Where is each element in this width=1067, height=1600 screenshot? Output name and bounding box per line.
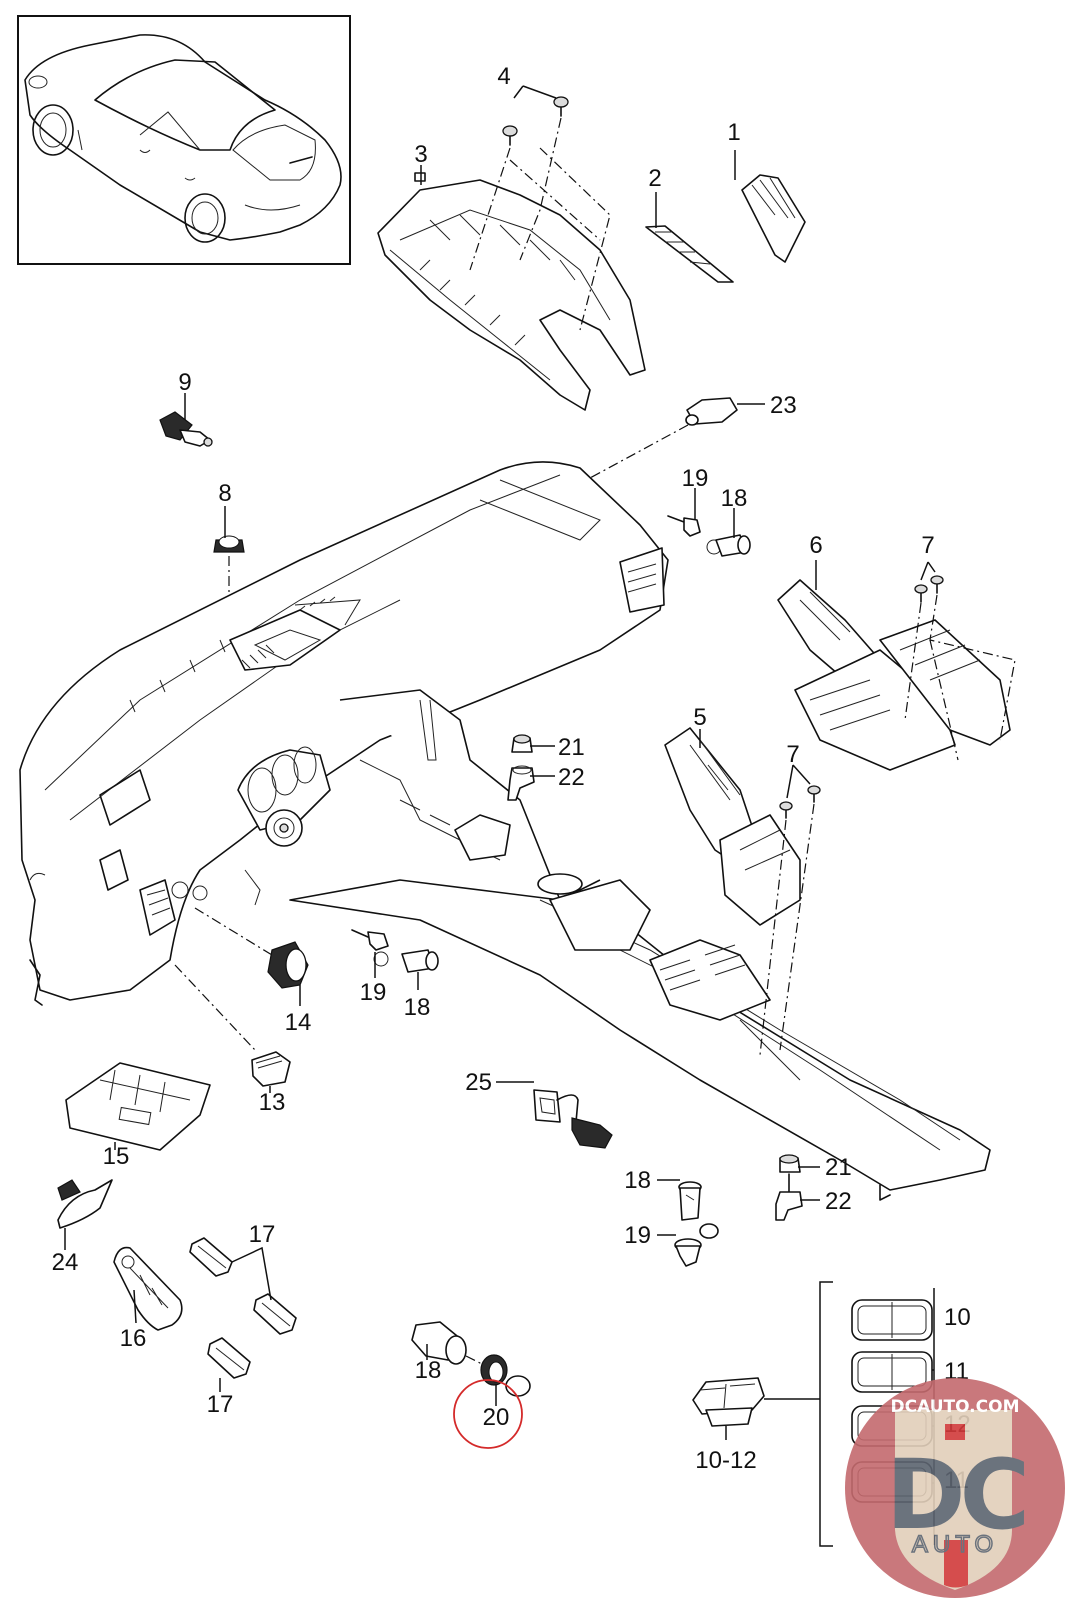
callout-7-rear: 7 bbox=[921, 532, 934, 559]
screw-icon bbox=[502, 125, 518, 146]
callout-17-a: 17 bbox=[249, 1221, 276, 1248]
callout-15: 15 bbox=[103, 1143, 130, 1170]
watermark-logo: DCAUTO.COM DC AUTO bbox=[845, 1378, 1065, 1598]
part-19-socket-cover-lower bbox=[674, 1223, 719, 1267]
callout-10: 10 bbox=[944, 1304, 971, 1331]
callout-19-lower: 19 bbox=[624, 1222, 651, 1249]
highlight-circle bbox=[453, 1379, 523, 1449]
part-16-window-switch-driver bbox=[113, 1246, 183, 1331]
part-4-screws bbox=[469, 85, 611, 331]
part-25-socket-with-wiring bbox=[533, 1089, 613, 1149]
part-17-window-switch-b bbox=[253, 1293, 297, 1335]
callout-6: 6 bbox=[809, 532, 822, 559]
part-18-socket-lower bbox=[678, 1181, 702, 1221]
callout-4: 4 bbox=[497, 63, 510, 90]
part-19-socket-cover-mid bbox=[351, 929, 389, 967]
callout-14: 14 bbox=[285, 1009, 312, 1036]
part-20-socket-cap bbox=[480, 1354, 531, 1397]
callout-25: 25 bbox=[465, 1069, 492, 1096]
callout-18-mid: 18 bbox=[404, 994, 431, 1021]
screw-icon bbox=[553, 96, 569, 117]
part-15-switch-panel bbox=[65, 1062, 211, 1151]
callout-3: 3 bbox=[414, 141, 427, 168]
part-21-bulb-upper bbox=[511, 734, 533, 753]
watermark-shield bbox=[895, 1410, 1012, 1590]
callout-21-lower: 21 bbox=[825, 1154, 852, 1181]
callout-22-upper: 22 bbox=[558, 764, 585, 791]
callout-labels: 1 2 3 4 5 6 7 7 8 9 10 11 12 11 10-12 13… bbox=[52, 63, 971, 1494]
callout-23: 23 bbox=[770, 392, 797, 419]
callout-18-bottom: 18 bbox=[415, 1357, 442, 1384]
part-24-switch bbox=[57, 1179, 113, 1229]
part-14-light-switch bbox=[194, 907, 309, 989]
part-6-switch-panel-rear bbox=[777, 579, 1011, 771]
watermark-site-text: DCAUTO.COM bbox=[890, 1397, 1019, 1417]
callout-16: 16 bbox=[120, 1325, 147, 1352]
part-19-socket-cover-top bbox=[667, 515, 722, 555]
part-13-switch bbox=[174, 964, 291, 1087]
switch-variant-11-a bbox=[851, 1351, 933, 1393]
callout-18-lower: 18 bbox=[624, 1167, 651, 1194]
callout-13: 13 bbox=[259, 1089, 286, 1116]
part-3-console-carrier bbox=[377, 172, 646, 411]
callout-7-front: 7 bbox=[786, 741, 799, 768]
inset-frame bbox=[17, 15, 351, 265]
callout-19-mid: 19 bbox=[360, 979, 387, 1006]
overview-inset bbox=[17, 15, 351, 265]
part-22-bulb-holder-lower bbox=[775, 1173, 803, 1221]
part-17-window-switch-a bbox=[189, 1237, 233, 1277]
callout-18-top: 18 bbox=[721, 485, 748, 512]
part-7-screws-front bbox=[759, 764, 821, 1056]
part-18-socket-mid bbox=[401, 949, 439, 973]
part-21-bulb-lower bbox=[779, 1154, 801, 1173]
callout-5: 5 bbox=[693, 704, 706, 731]
part-7-screws-rear bbox=[904, 561, 1016, 761]
part-22-bulb-holder-upper bbox=[507, 765, 535, 801]
part-5-switch-panel-front bbox=[664, 727, 801, 926]
car-icon bbox=[24, 34, 342, 243]
callout-10-12: 10-12 bbox=[695, 1447, 756, 1474]
callout-9: 9 bbox=[178, 369, 191, 396]
callout-20: 20 bbox=[483, 1404, 510, 1431]
part-10-12-seat-switch bbox=[692, 1377, 820, 1440]
part-18-socket-top bbox=[715, 534, 751, 557]
callout-17-b: 17 bbox=[207, 1391, 234, 1418]
callout-22-lower: 22 bbox=[825, 1188, 852, 1215]
callout-19-top: 19 bbox=[682, 465, 709, 492]
part-9-sensor bbox=[159, 411, 213, 447]
leader-lines bbox=[64, 150, 820, 1406]
part-18-socket-bottom bbox=[411, 1321, 491, 1369]
switch-variant-10 bbox=[851, 1299, 933, 1341]
watermark-dc-text: DC bbox=[886, 1439, 1025, 1551]
watermark-auto-text: AUTO bbox=[912, 1531, 998, 1558]
part-1-trim-panel bbox=[741, 174, 806, 263]
callout-1: 1 bbox=[727, 119, 740, 146]
part-2-trim-strip bbox=[645, 225, 734, 283]
part-8-sensor bbox=[213, 535, 245, 612]
part-17-window-switch-c bbox=[207, 1337, 251, 1379]
callout-21-upper: 21 bbox=[558, 734, 585, 761]
part-23-switch bbox=[589, 397, 738, 479]
watermark-accent bbox=[944, 1540, 968, 1588]
callout-8: 8 bbox=[218, 480, 231, 507]
callout-2: 2 bbox=[648, 165, 661, 192]
dashboard-assembly bbox=[19, 461, 991, 1201]
callout-24: 24 bbox=[52, 1249, 79, 1276]
